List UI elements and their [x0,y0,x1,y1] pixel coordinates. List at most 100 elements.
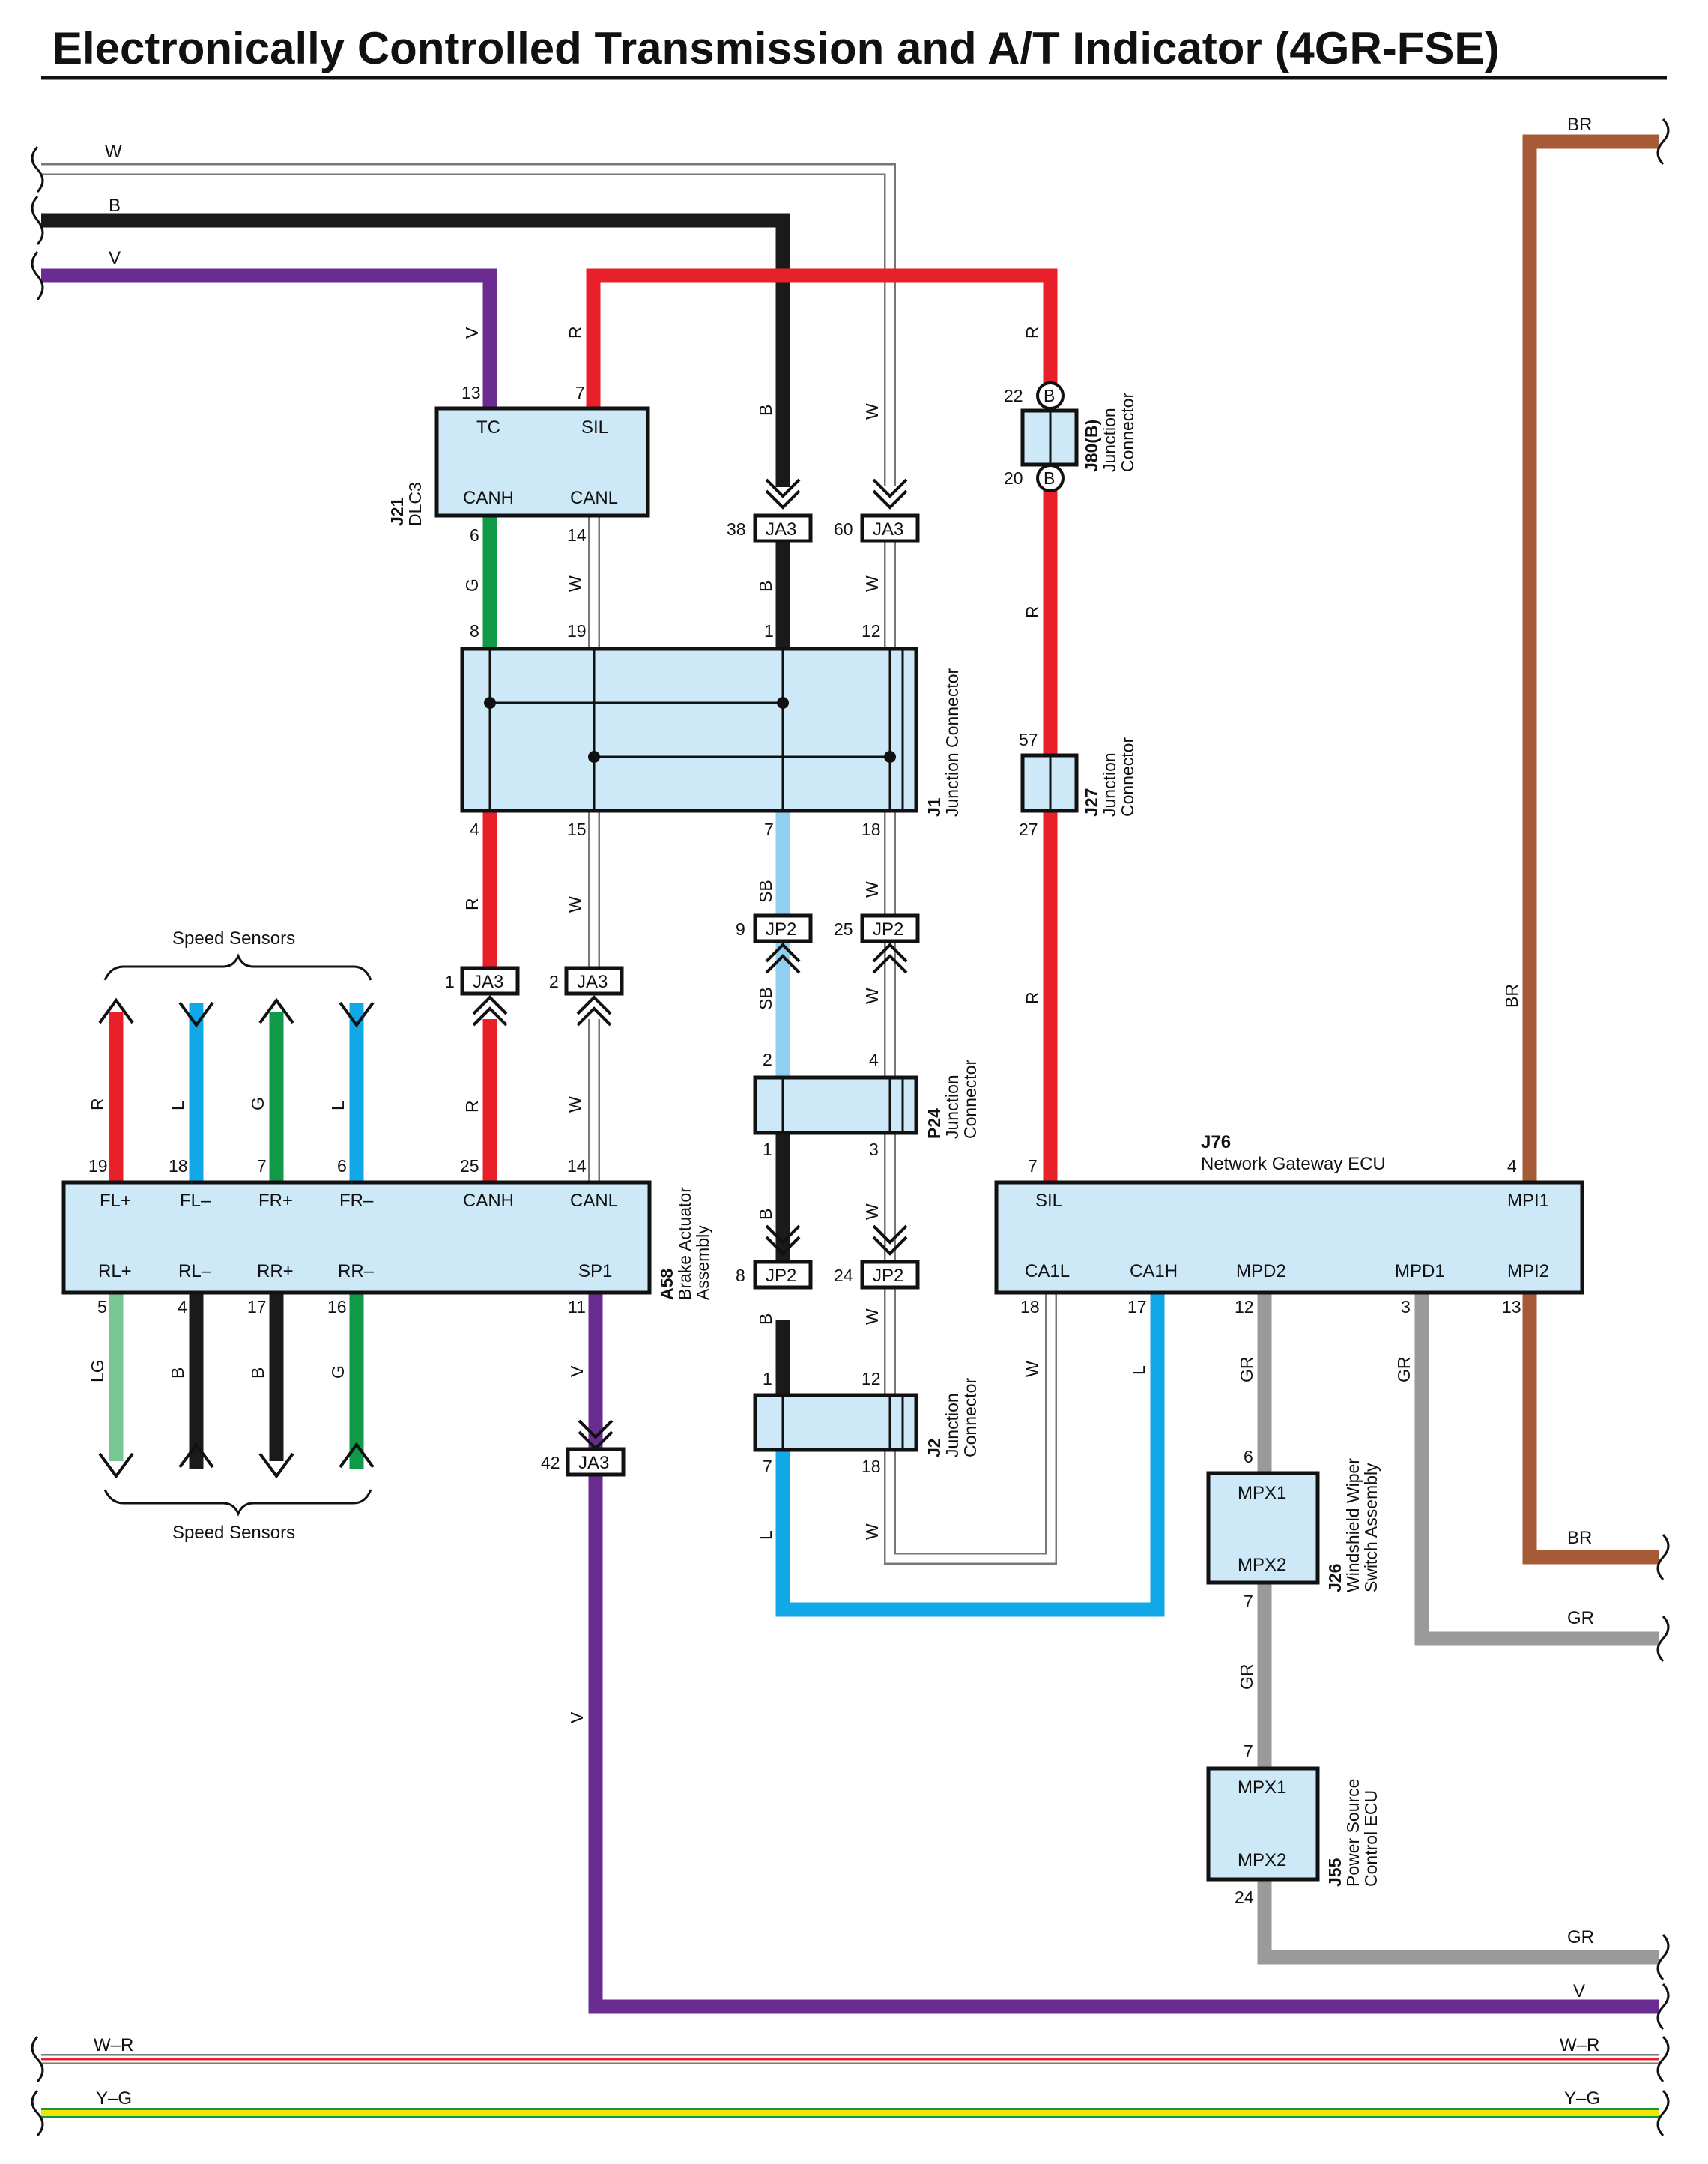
component-name: Connector [1118,737,1137,817]
wire-code-g: G [248,1097,267,1110]
arrow-up-icon [339,1442,375,1469]
pin-number: 12 [861,621,881,641]
pin-number: 6 [470,525,479,545]
wire-code-b: B [756,581,775,592]
wire-code-g: G [328,1365,348,1379]
pin-number: 4 [178,1297,187,1317]
ja3-connector: JA3 2 [549,966,624,1027]
wire-code-v: V [109,248,121,268]
component-name: Brake Actuator [675,1187,694,1300]
pin-number: 7 [763,1457,772,1476]
pin-label: CANH [463,1191,514,1211]
wire-code-w: W [862,1308,882,1325]
pin-number: 14 [567,525,587,545]
speed-sensors-label: Speed Sensors [172,928,295,949]
wire-code-l: L [328,1101,348,1110]
wire-code-r: R [462,898,482,910]
wire-code-b: B [756,1209,775,1220]
component-id: J2 [924,1438,944,1457]
pin-number: 6 [1244,1447,1253,1466]
wire-code-w: W [862,881,882,898]
pin-number: 3 [869,1140,879,1159]
pin-number: 60 [834,519,853,539]
pin-number: 9 [736,919,745,939]
pin-label: MPX1 [1238,1483,1286,1503]
pin-number: 12 [1235,1297,1254,1317]
component-name: Connector [960,1060,980,1139]
pin-number: 38 [727,519,746,539]
component-id: J76 [1201,1132,1231,1152]
wire-code-l: L [756,1530,775,1540]
wire-code-w-r: W–R [94,2035,133,2055]
pin-number: 1 [764,621,774,641]
pin-label: MPD2 [1236,1261,1286,1281]
pin-number: 4 [869,1050,879,1069]
component-name: Control ECU [1361,1790,1381,1887]
j26-wiper-switch: MPX1 MPX2 6 7 J26 Windshield Wiper Switc… [1206,1447,1381,1611]
pin-number: 18 [1020,1297,1040,1317]
wire-code-b: B [109,196,121,216]
wire-code-w: W [1023,1361,1042,1377]
pin-label: SIL [581,417,608,438]
arrow-up-icon [258,997,294,1024]
ja3-connector: JA3 42 [541,1419,626,1477]
wire-code-v: V [1573,1981,1585,2001]
component-name: Connector [960,1378,980,1457]
wire-gr-mpd1 [1414,1293,1659,1646]
arrow-down-icon [339,1001,375,1028]
j80-badge: B [1044,386,1055,405]
arrow-down-icon [258,1452,294,1479]
wire-code-w: W [105,142,122,162]
wire-code-gr: GR [1394,1357,1414,1383]
pin-number: 24 [834,1266,853,1285]
connector-label: JP2 [873,919,903,940]
wire-code-w: W [862,1203,882,1220]
pin-label: CANL [570,1191,618,1211]
page-title: Electronically Controlled Transmission a… [52,23,1499,73]
pin-number: 8 [736,1266,745,1285]
pin-number: 42 [541,1453,560,1472]
wire-code-gr: GR [1567,1927,1594,1947]
wire-l-ca1h [775,1293,1165,1617]
pin-label: FL– [180,1191,211,1211]
wires [41,134,1659,2118]
wire-v-top [41,268,497,408]
pin-number: 17 [247,1297,267,1317]
component-id: J21 [387,497,407,526]
wire-break-marks [31,118,1670,2137]
pin-number: 7 [257,1156,267,1176]
wire-code-gr: GR [1237,1357,1256,1383]
connector-label: JA3 [873,519,903,540]
pin-number: 17 [1127,1297,1147,1317]
wire-b-top [41,213,790,487]
component-name: Power Source [1343,1779,1363,1887]
wire-code-r: R [566,326,585,339]
connector-label: JA3 [578,1453,609,1473]
speed-sensor-arrows [98,997,375,1479]
wire-code-g: G [462,578,482,592]
arrow-down-icon [178,1001,214,1028]
wire-code-r: R [1023,991,1042,1004]
wire-code-w: W [862,988,882,1004]
pin-label: RR+ [257,1261,294,1281]
pin-number: 12 [861,1369,881,1388]
component-name: Junction [942,1393,962,1457]
speed-sensor-brackets [103,953,372,1517]
wire-code-b: B [168,1367,187,1379]
wire-code-w: W [862,403,882,420]
pin-label: FL+ [100,1191,131,1211]
component-id: A58 [657,1269,676,1300]
wire-code-r: R [462,1100,482,1113]
wire-gr-j55-out [1257,1879,1659,1965]
wire-code-v: V [567,1365,587,1377]
pin-number: 25 [834,919,853,939]
wire-code-v: V [462,327,482,339]
wire-code-b: B [248,1367,267,1379]
wire-code-b: B [756,1314,775,1325]
a58-brake-actuator: FL+ FL– FR+ FR– CANH CANL RL+ RL– RR+ RR… [61,1156,712,1317]
wire-code-labels: W B V BR BR GR GR V W–R W–R Y–G Y–G V R … [88,115,1600,2109]
component-name: Network Gateway ECU [1201,1154,1386,1174]
wire-code-w: W [862,1523,882,1540]
component-name: Junction [1100,752,1119,817]
component-name: Junction [1100,408,1119,472]
